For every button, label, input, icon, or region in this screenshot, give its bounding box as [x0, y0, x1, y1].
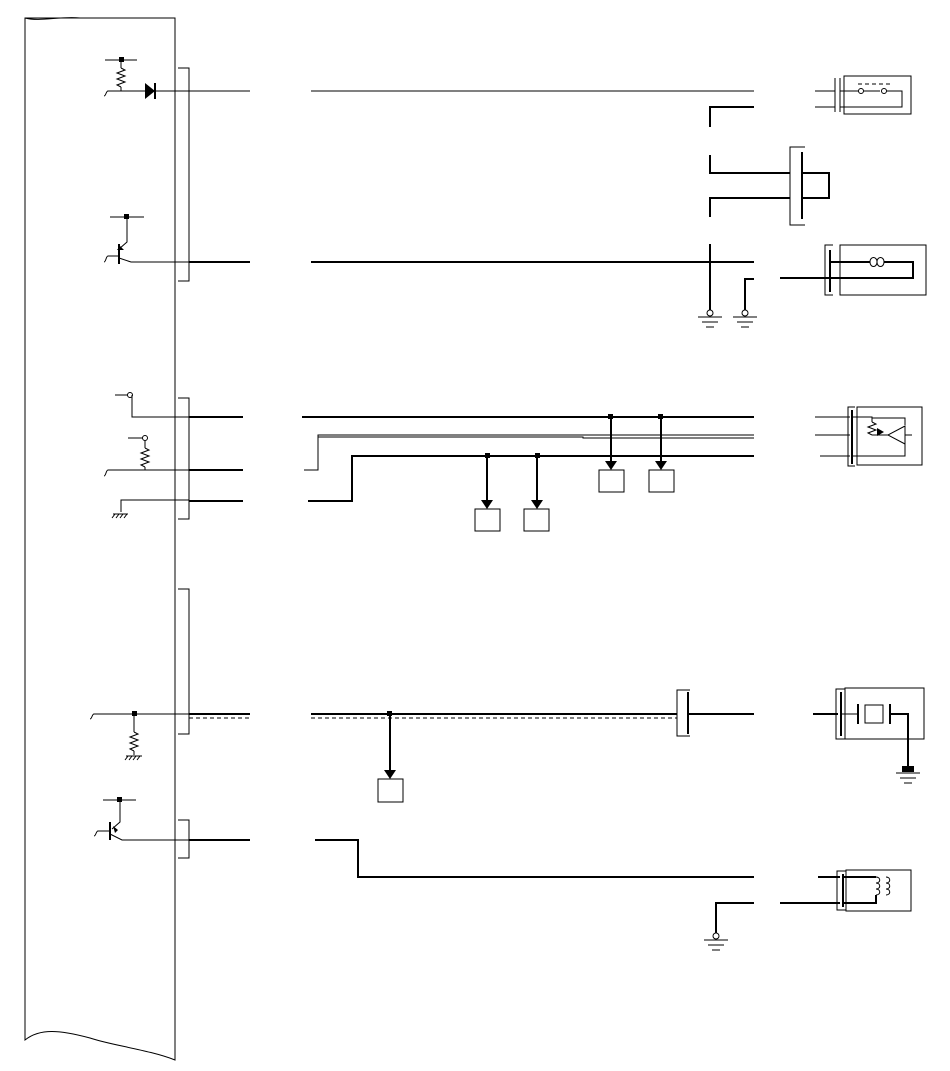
transistor-circuit-1 [103, 214, 754, 264]
transistor-circuit-2 [93, 797, 754, 878]
coil-component [780, 869, 912, 912]
knock-sensor-component [813, 687, 925, 784]
diode [145, 83, 155, 99]
splice-boxes-1 [474, 414, 675, 532]
ground-symbols-2 [704, 902, 754, 951]
diode-circuit [103, 57, 754, 99]
control-module [24, 17, 176, 1061]
pullup-resistor [115, 67, 127, 88]
shielded-circuit [89, 689, 754, 803]
switch-component [815, 75, 912, 115]
solenoid-component [780, 244, 927, 296]
module-connector-brackets [178, 67, 190, 859]
transistor-emitter-arrow [117, 246, 124, 250]
jumper-connector [709, 106, 830, 226]
ground-symbols-1 [698, 244, 757, 328]
hall-sensor-component [815, 406, 923, 467]
sensor-circuit [103, 392, 754, 519]
